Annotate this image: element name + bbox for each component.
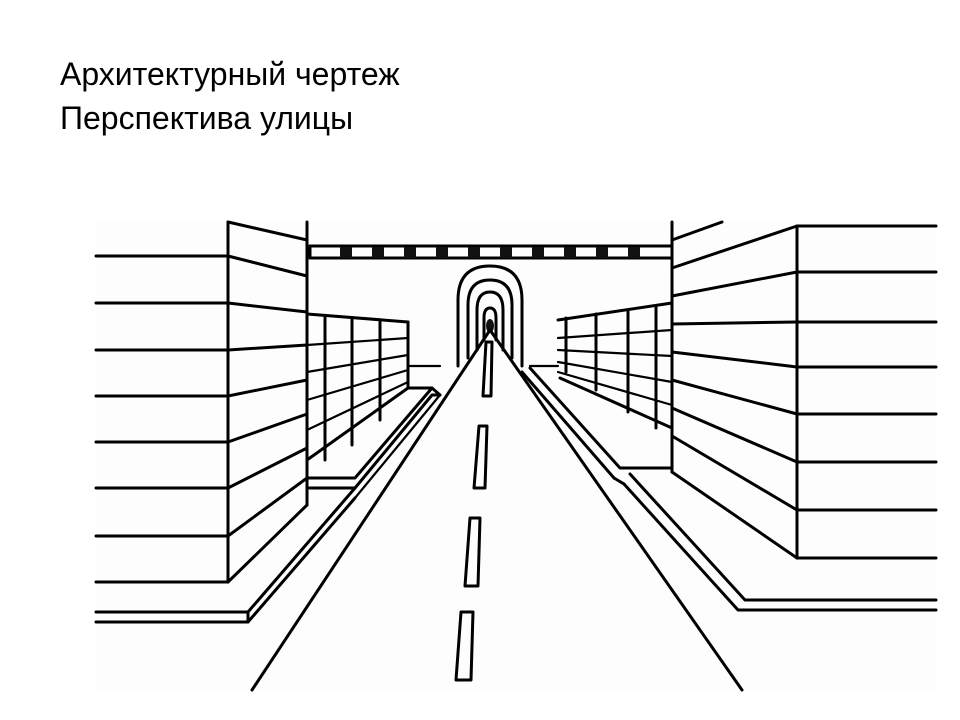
left-sidewalk: [94, 386, 442, 624]
slide-title: Архитектурный чертеж Перспектива улицы: [60, 52, 400, 140]
road: [250, 328, 744, 692]
title-line-2: Перспектива улицы: [60, 100, 354, 136]
left-near-building: [94, 220, 309, 584]
left-far-building: [305, 312, 410, 462]
tunnel-arch: [456, 264, 524, 368]
drawing-paper: [96, 222, 936, 690]
right-near-building: [670, 220, 938, 560]
road-center-dashes: [454, 340, 494, 682]
title-line-1: Архитектурный чертеж: [60, 56, 400, 92]
right-sidewalk: [520, 366, 938, 612]
right-far-building: [556, 301, 674, 430]
